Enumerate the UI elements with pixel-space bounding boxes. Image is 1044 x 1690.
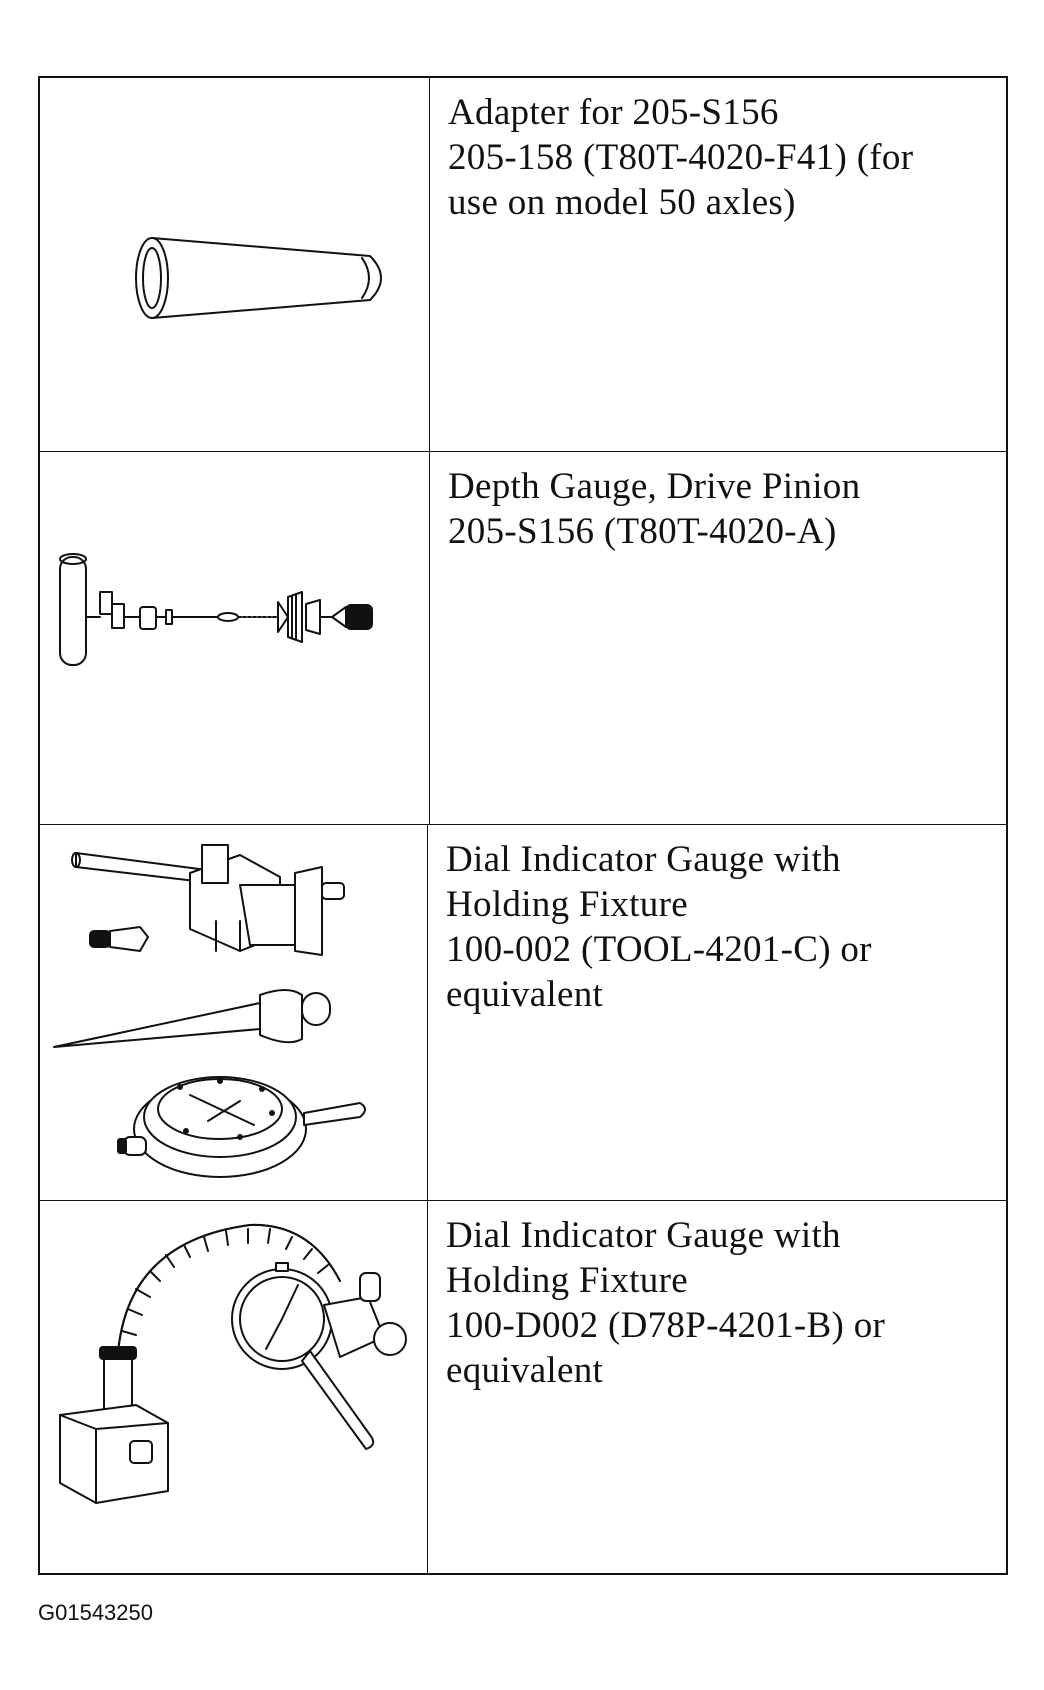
table-row: Dial Indicator Gauge with Holding Fixtur…: [40, 825, 1006, 1201]
description-line: 205-S156 (T80T-4020-A): [448, 511, 837, 552]
description-line: Adapter for 205-S156: [448, 92, 779, 133]
description-line: Holding Fixture: [446, 884, 688, 925]
description-line: Holding Fixture: [446, 1260, 688, 1301]
description-line: Dial Indicator Gauge with: [446, 1215, 841, 1256]
table-row: Depth Gauge, Drive Pinion 205-S156 (T80T…: [40, 452, 1006, 825]
adapter-sleeve-illustration: [135, 237, 382, 319]
description-line: 100-D002 (D78P-4201-B) or: [446, 1305, 886, 1346]
description-line: 100-002 (TOOL-4201-C) or: [446, 929, 872, 970]
description-line: Depth Gauge, Drive Pinion: [448, 466, 861, 507]
tool-description: Dial Indicator Gauge with Holding Fixtur…: [446, 837, 1006, 1017]
tool-description: Adapter for 205-S156 205-158 (T80T-4020-…: [448, 90, 1006, 225]
table-row: Adapter for 205-S156 205-158 (T80T-4020-…: [40, 78, 1006, 452]
description-line: Dial Indicator Gauge with: [446, 839, 841, 880]
tool-table: Adapter for 205-S156 205-158 (T80T-4020-…: [38, 76, 1008, 1575]
dial-indicator-magnetic-base-illustration: [59, 1223, 407, 1504]
figure-id: G01543250: [38, 1600, 153, 1625]
tool-description: Depth Gauge, Drive Pinion 205-S156 (T80T…: [448, 464, 1006, 554]
description-cell: Depth Gauge, Drive Pinion 205-S156 (T80T…: [430, 452, 1006, 824]
dial-indicator-fixture-set-illustration: [53, 844, 366, 1178]
depth-gauge-illustration: [59, 553, 373, 666]
description-cell: Adapter for 205-S156 205-158 (T80T-4020-…: [430, 78, 1006, 451]
description-line: equivalent: [446, 1350, 604, 1391]
illustration-cell: [40, 825, 428, 1200]
description-cell: Dial Indicator Gauge with Holding Fixtur…: [428, 825, 1006, 1200]
tool-description: Dial Indicator Gauge with Holding Fixtur…: [446, 1213, 1006, 1393]
illustration-cell: [40, 78, 430, 451]
description-line: equivalent: [446, 974, 604, 1015]
table-row: Dial Indicator Gauge with Holding Fixtur…: [40, 1201, 1006, 1573]
illustration-cell: [40, 452, 430, 824]
description-cell: Dial Indicator Gauge with Holding Fixtur…: [428, 1201, 1006, 1573]
description-line: 205-158 (T80T-4020-F41) (for: [448, 137, 914, 178]
illustration-cell: [40, 1201, 428, 1573]
description-line: use on model 50 axles): [448, 182, 796, 223]
